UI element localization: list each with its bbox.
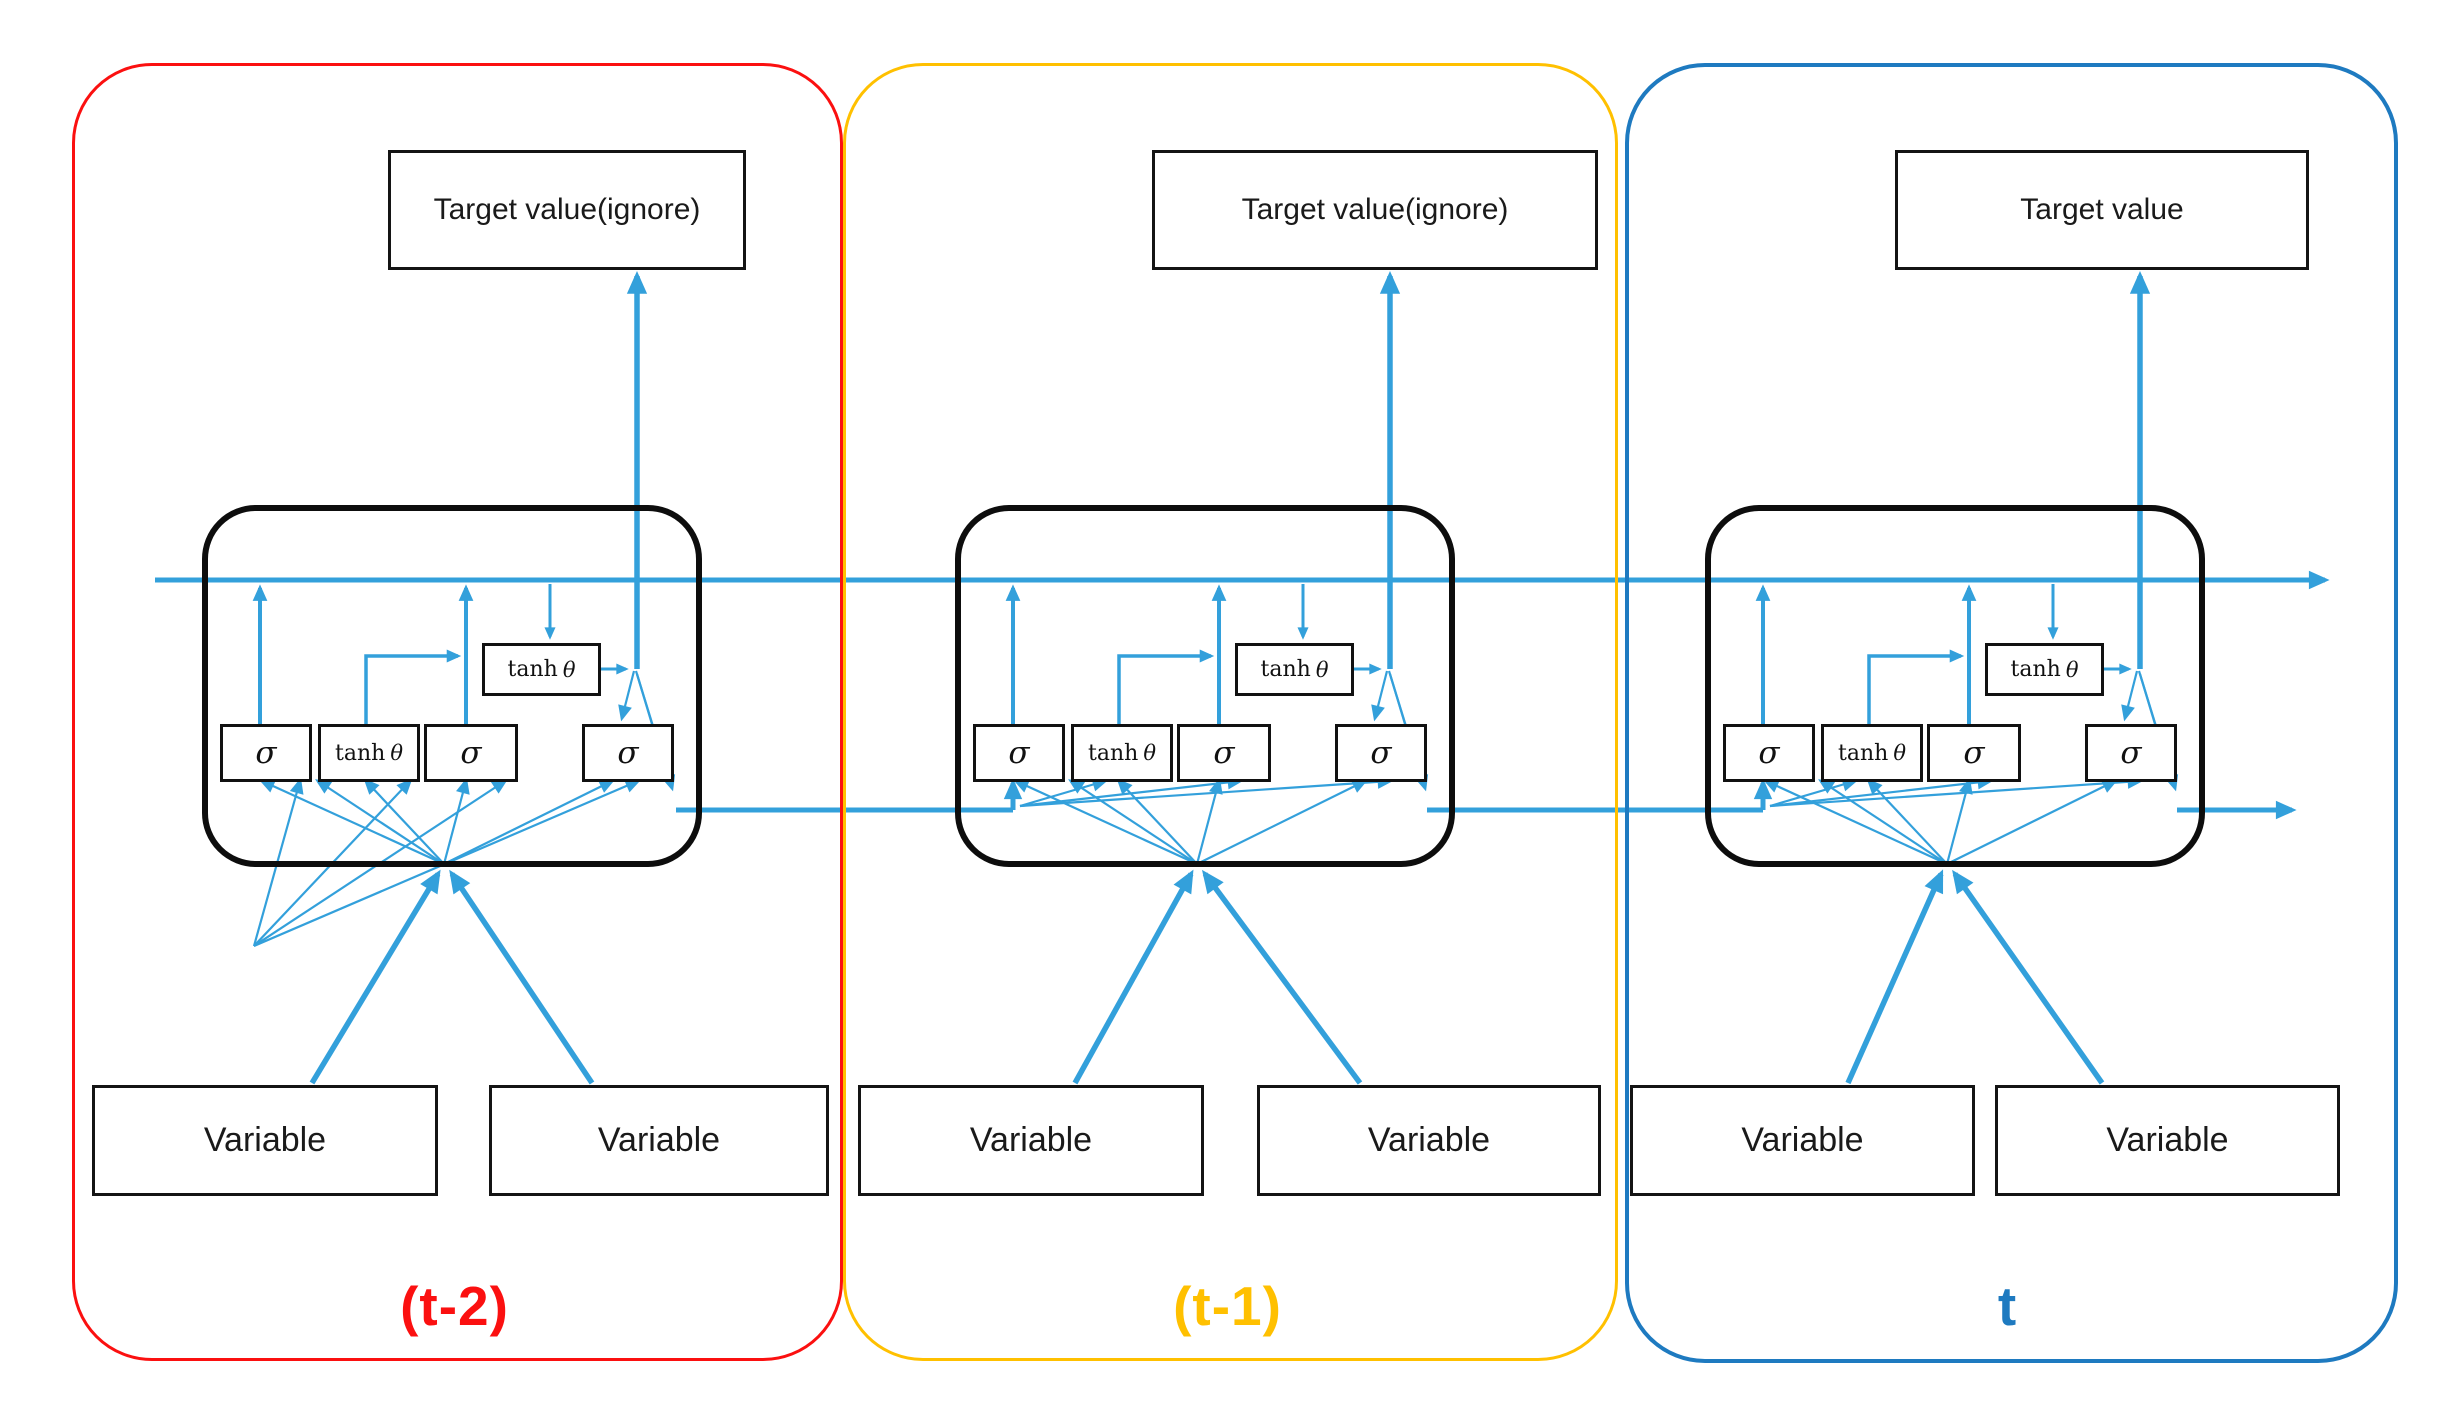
cell-2-variable-arrows [1072, 869, 1363, 1085]
cell-3-variable-arrows [1845, 869, 2105, 1085]
variable-box-1: Variable [858, 1085, 1204, 1196]
target-value-label: Target value [2020, 193, 2184, 226]
timestep-panel-t-minus-2 [72, 63, 843, 1361]
output-gate-sigma: σ [2085, 724, 2177, 782]
target-value-box-t: Target value [1895, 150, 2309, 270]
forget-gate-sigma: σ [1177, 724, 1271, 782]
cell-2-input-fan [1012, 774, 1394, 865]
timestep-panel-t [1625, 63, 2398, 1363]
variable-box-1: Variable [92, 1085, 438, 1196]
cell-1-internal-wires [252, 584, 676, 792]
variable-box-2: Variable [1995, 1085, 2340, 1196]
input-gate-sigma: σ [220, 724, 312, 782]
variable-box-2: Variable [489, 1085, 829, 1196]
lstm-cell-t [1705, 505, 2205, 867]
input-gate-sigma: σ [1723, 724, 1815, 782]
input-gate-sigma: σ [973, 724, 1065, 782]
variable-box-2: Variable [1257, 1085, 1601, 1196]
variable-box-1: Variable [1630, 1085, 1975, 1196]
cell-3-internal-wires [1755, 584, 2179, 792]
output-gate-sigma: σ [1335, 724, 1427, 782]
target-value-label: Target value(ignore) [1241, 193, 1509, 226]
time-label-t: t [1997, 1275, 2018, 1337]
timestep-panel-t-minus-1 [843, 63, 1618, 1361]
time-label-t-minus-1: (t-1) [1173, 1275, 1282, 1337]
target-value-box-t-minus-1: Target value(ignore) [1152, 150, 1598, 270]
lstm-cell-t-minus-2 [202, 505, 702, 867]
output-to-target-arrows [626, 270, 2151, 669]
lstm-cell-t-minus-1 [955, 505, 1455, 867]
target-value-label: Target value(ignore) [433, 193, 701, 226]
time-label-t-minus-2: (t-2) [400, 1275, 509, 1337]
target-value-box-t-minus-2: Target value(ignore) [388, 150, 746, 270]
cell-1-variable-arrows [309, 869, 595, 1085]
cell-3-input-fan [1762, 774, 2144, 865]
output-gate-sigma: σ [582, 724, 674, 782]
forget-gate-sigma: σ [1927, 724, 2021, 782]
forget-gate-sigma: σ [424, 724, 518, 782]
